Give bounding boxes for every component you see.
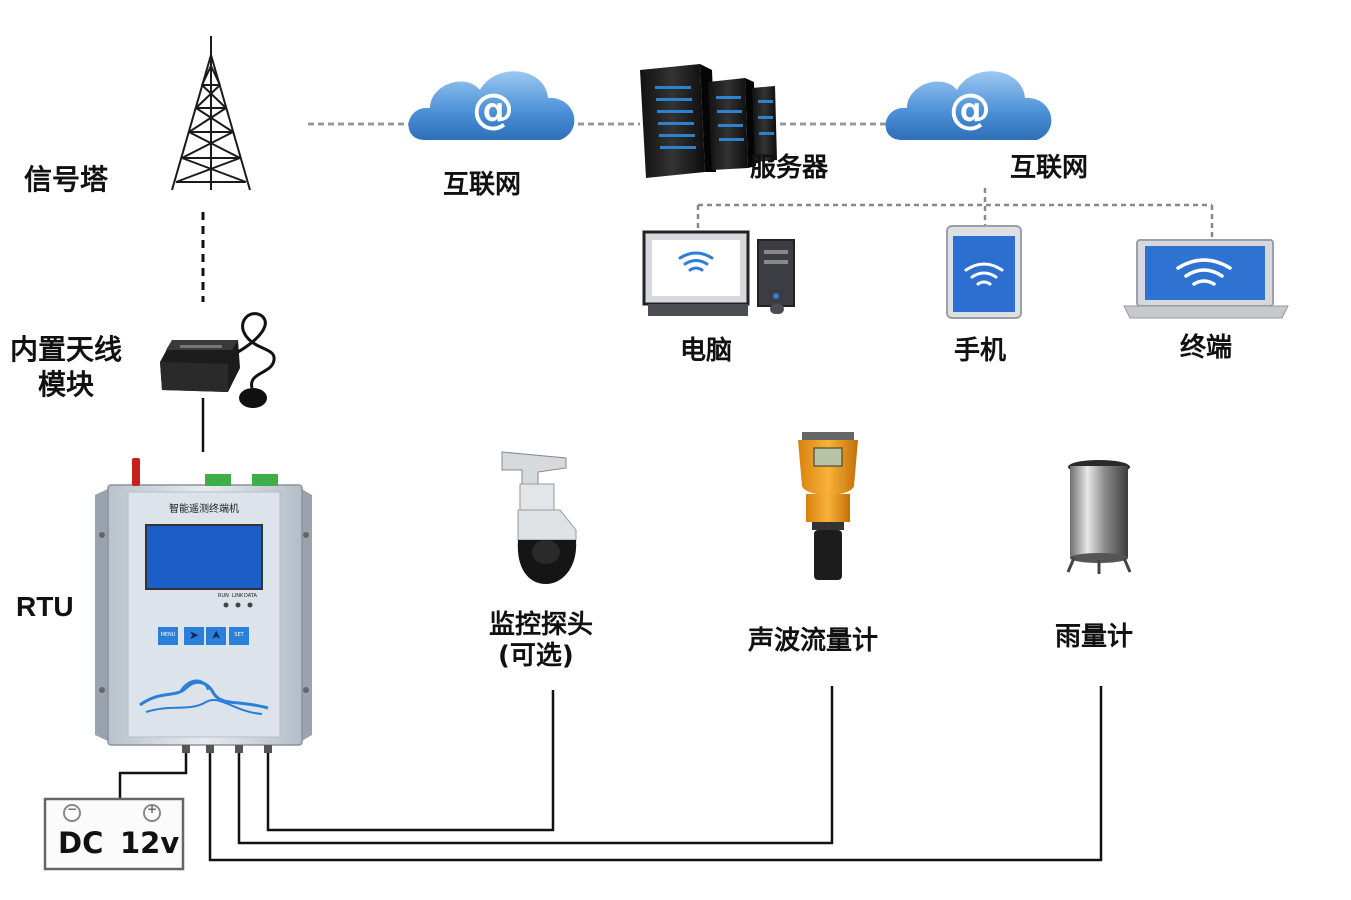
camera-icon [501, 451, 577, 584]
server-label: 服务器 [750, 153, 829, 183]
camera-label-line2: (可选) [498, 641, 574, 671]
camera-label-line1: 监控探头 [489, 610, 594, 640]
power-minus-icon: − [66, 802, 78, 816]
internet-cloud-right-icon [885, 71, 1052, 140]
server-icon [640, 64, 777, 178]
signal-tower-icon [171, 36, 251, 191]
power-plus-icon: + [146, 802, 158, 816]
power-supply-icon [43, 797, 185, 871]
rtu-label: RTU [16, 591, 74, 622]
terminal-label: 终端 [1180, 333, 1233, 363]
raingauge-label: 雨量计 [1055, 622, 1134, 652]
terminal-laptop-icon [1123, 239, 1289, 319]
power-wire [118, 752, 188, 800]
antenna-module-icon [160, 312, 276, 408]
tower-label: 信号塔 [24, 163, 109, 196]
connection-lines [118, 122, 1214, 862]
raingauge-wire [208, 686, 1103, 862]
rtu-device-title: 智能遥测终端机 [169, 504, 239, 515]
flowmeter-icon [798, 432, 858, 580]
rtu-right-button: ➤ [188, 628, 200, 642]
internet-label-right: 互联网 [1010, 153, 1089, 183]
rtu-set-button: SET [234, 632, 244, 638]
flowmeter-label: 声波流量计 [748, 626, 879, 656]
internet-label-left: 互联网 [443, 170, 522, 200]
phone-label: 手机 [954, 336, 1007, 366]
cloud-left-at-symbol: @ [472, 84, 514, 133]
power-dc-label: DC [58, 826, 104, 860]
rtu-led-link: LINK [232, 593, 244, 599]
rtu-led-run: RUN [218, 593, 229, 599]
cloud-right-at-symbol: @ [949, 84, 991, 133]
phone-icon [946, 225, 1022, 319]
rain-gauge-icon [1066, 460, 1132, 574]
power-voltage-label: 12v [120, 826, 180, 860]
internet-cloud-left-icon [408, 71, 575, 140]
camera-wire [266, 690, 555, 832]
rtu-device-icon [95, 458, 312, 753]
rtu-menu-button: MENU [160, 632, 176, 638]
antenna-label-line2: 模块 [38, 368, 95, 401]
computer-label: 电脑 [680, 336, 733, 366]
flowmeter-wire [237, 686, 834, 845]
computer-icon [642, 230, 795, 316]
antenna-label-line1: 内置天线 [10, 333, 123, 366]
rtu-up-button: ➤ [209, 629, 223, 641]
rtu-led-data: DATA [244, 593, 257, 599]
